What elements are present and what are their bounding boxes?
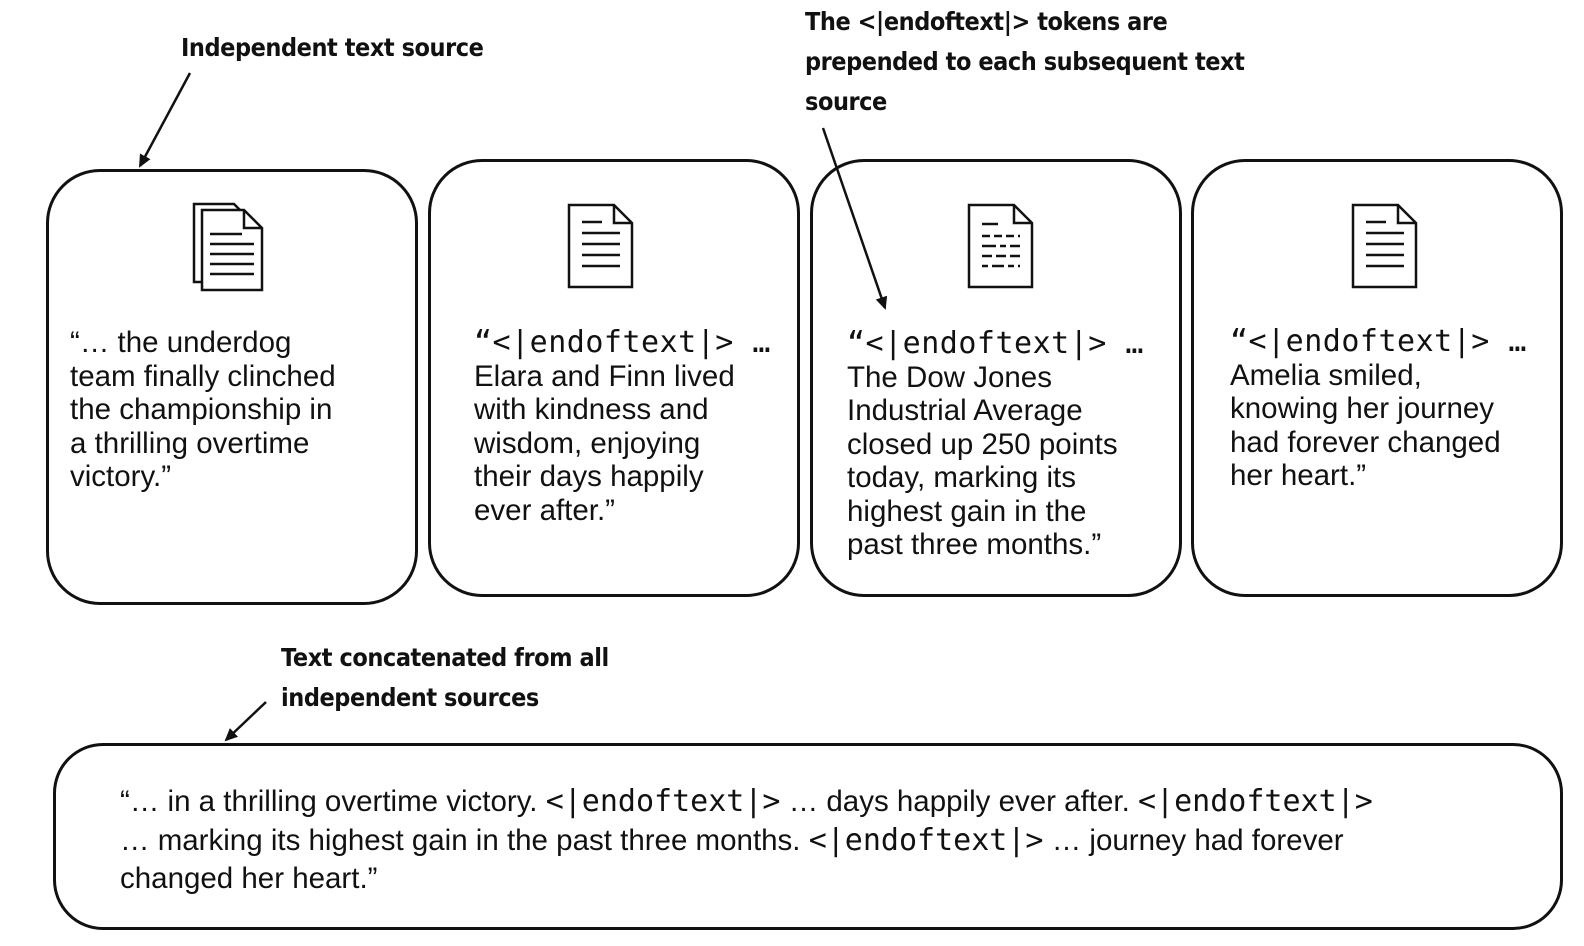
source-3-line: highest gain in the <box>847 494 1087 528</box>
callout-independent-source: Independent text source <box>181 33 484 62</box>
endoftext-token: <|endoftext|> <box>1137 784 1373 819</box>
document-icon <box>567 203 634 289</box>
source-3-line: Industrial Average <box>847 394 1083 427</box>
source-1-line: victory.” <box>70 460 172 493</box>
concatenated-text-box: “… in a thrilling overtime victory. <|en… <box>53 743 1563 930</box>
arrow-to-first-source <box>138 72 192 168</box>
document-icon <box>1351 203 1418 289</box>
callout-concatenated-text: Text concatenated from all independent s… <box>281 638 609 718</box>
concat-line-1: “… in a thrilling overtime victory. <|en… <box>120 784 1373 819</box>
callout-concat-line-1: Text concatenated from all <box>281 643 609 672</box>
text-source-box-4: “<|endoftext|> … Amelia smiled, knowing … <box>1191 159 1563 597</box>
text-source-box-1: “… the underdog team finally clinched th… <box>46 169 418 605</box>
callout-endoftext-tokens: The <|endoftext|> tokens are prepended t… <box>805 2 1245 122</box>
source-text-3: “<|endoftext|> … The Dow Jones Industria… <box>847 327 1144 562</box>
source-3-line: The Dow Jones <box>847 360 1052 394</box>
endoftext-token-prefix: “<|endoftext|> … <box>1230 324 1527 359</box>
source-2-line: wisdom, enjoying <box>474 426 701 460</box>
source-2-line: Elara and Finn lived <box>474 359 735 393</box>
document-dashed-lines-icon <box>967 203 1034 289</box>
source-1-line: a thrilling overtime <box>70 426 310 460</box>
endoftext-token: <|endoftext|> <box>545 784 781 819</box>
source-3-line: closed up 250 points <box>847 427 1118 461</box>
source-2-line: ever after.” <box>474 493 616 527</box>
source-4-line: knowing her journey <box>1230 392 1495 425</box>
callout-tokens-line-1: The <|endoftext|> tokens are <box>805 7 1168 36</box>
callout-tokens-line-2: prepended to each subsequent text <box>805 47 1245 76</box>
endoftext-token-prefix: “<|endoftext|> … <box>474 325 771 360</box>
concatenated-text: “… in a thrilling overtime victory. <|en… <box>120 783 1373 899</box>
callout-concat-line-2: independent sources <box>281 683 539 712</box>
endoftext-token: <|endoftext|> <box>808 822 1044 858</box>
source-text-2: “<|endoftext|> … Elara and Finn lived wi… <box>474 326 771 527</box>
source-4-line: Amelia smiled, <box>1230 358 1422 392</box>
source-3-line: past three months.” <box>847 528 1102 561</box>
source-2-line: with kindness and <box>474 393 709 426</box>
source-4-line: had forever changed <box>1230 425 1501 459</box>
source-2-line: their days happily <box>474 460 704 493</box>
concat-line-3: changed her heart.” <box>120 862 378 895</box>
callout-tokens-line-3: source <box>805 87 887 116</box>
endoftext-token-prefix: “<|endoftext|> … <box>847 326 1144 361</box>
source-1-line: the championship in <box>70 393 333 426</box>
arrow-to-concatenated-box <box>224 701 267 742</box>
source-text-1: “… the underdog team finally clinched th… <box>70 326 336 494</box>
text-source-box-2: “<|endoftext|> … Elara and Finn lived wi… <box>428 159 800 597</box>
text-source-box-3: “<|endoftext|> … The Dow Jones Industria… <box>810 159 1182 597</box>
source-1-line: team finally clinched <box>70 359 336 393</box>
source-4-line: her heart.” <box>1230 459 1367 492</box>
source-3-line: today, marking its <box>847 461 1076 494</box>
stacked-documents-icon <box>192 202 264 292</box>
source-1-line: “… the underdog <box>70 326 292 359</box>
source-text-4: “<|endoftext|> … Amelia smiled, knowing … <box>1230 325 1527 493</box>
concat-line-2: … marking its highest gain in the past t… <box>120 822 1344 858</box>
